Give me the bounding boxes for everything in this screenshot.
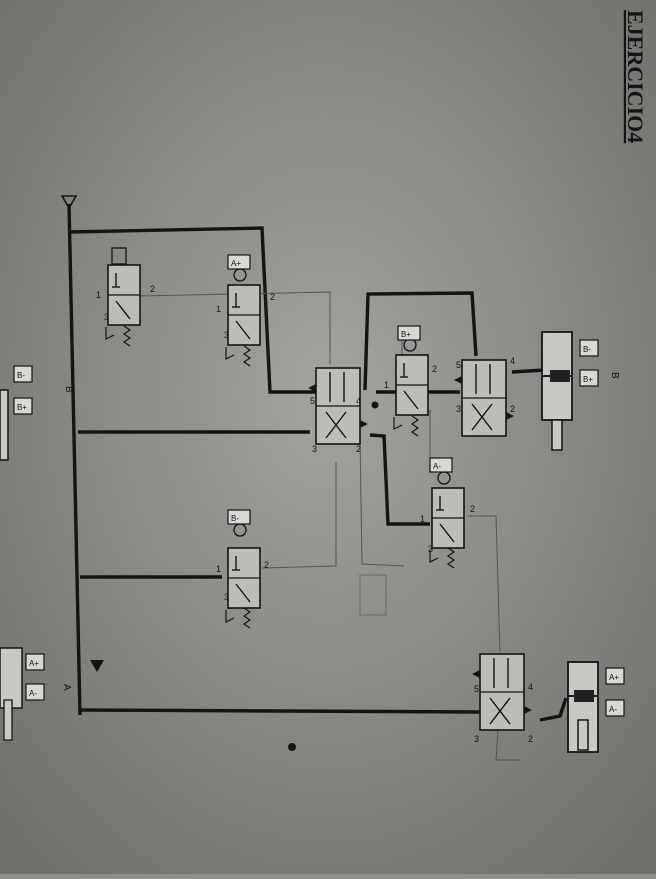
cylinder-label: B (63, 386, 74, 393)
svg-text:A-: A- (609, 705, 617, 714)
svg-text:2: 2 (432, 364, 437, 374)
cylinder-b: B- B+ B (541, 331, 620, 451)
svg-text:B-: B- (17, 371, 25, 380)
sensor-label: B+ (401, 330, 411, 339)
svg-text:1: 1 (384, 380, 389, 390)
valve-5-2-memory: 5 4 2 3 (307, 367, 369, 454)
svg-text:2: 2 (470, 504, 475, 514)
svg-text:4: 4 (528, 682, 533, 692)
svg-text:B+: B+ (17, 403, 27, 412)
cylinder-a: A+ A- (567, 661, 625, 753)
svg-text:2: 2 (356, 444, 361, 454)
left-cylinder-a-partial: A+ A- A (0, 647, 72, 741)
valve-3-2-b-minus: B- 2 1 3 (216, 509, 269, 629)
svg-text:1: 1 (96, 290, 101, 300)
svg-text:4: 4 (510, 356, 515, 366)
svg-text:3: 3 (312, 444, 317, 454)
svg-text:1: 1 (216, 564, 221, 574)
svg-text:5: 5 (474, 684, 479, 694)
valve-5-2-cylinder-b: 5 4 2 3 (453, 356, 515, 437)
svg-text:A+: A+ (29, 659, 39, 668)
svg-text:2: 2 (528, 734, 533, 744)
svg-text:2: 2 (264, 560, 269, 570)
svg-text:1: 1 (216, 304, 221, 314)
svg-text:B-: B- (583, 345, 591, 354)
svg-text:3: 3 (224, 330, 229, 340)
svg-text:B+: B+ (583, 375, 593, 384)
valve-3-2-a-minus: A- 2 1 3 (420, 457, 475, 569)
svg-text:5: 5 (456, 360, 461, 370)
svg-text:A+: A+ (609, 673, 619, 682)
sensor-label: B- (231, 514, 239, 523)
svg-text:2: 2 (270, 292, 275, 302)
left-cylinder-b-partial: B- B+ B (0, 365, 74, 461)
svg-text:3: 3 (456, 404, 461, 414)
cylinder-label: A (61, 684, 72, 691)
svg-text:3: 3 (104, 312, 109, 322)
svg-text:4: 4 (356, 396, 361, 406)
svg-text:5: 5 (310, 396, 315, 406)
svg-text:3: 3 (474, 734, 479, 744)
svg-text:2: 2 (150, 284, 155, 294)
sensor-label: A- (433, 462, 441, 471)
junction-dot (371, 401, 379, 409)
svg-text:3: 3 (428, 544, 433, 554)
valve-3-2-b-plus: B+ 2 1 (384, 325, 437, 437)
page-title: EJERCICIO4 (623, 10, 648, 143)
valve-3-2-start: 2 1 3 (96, 247, 155, 347)
supply-arrow-icon (90, 660, 104, 672)
valve-5-2-cylinder-a: 5 4 2 3 (471, 653, 533, 744)
cylinder-label: B (609, 372, 620, 379)
svg-text:A-: A- (29, 689, 37, 698)
junction-dot (288, 743, 296, 751)
sensor-label: A+ (231, 259, 241, 268)
svg-text:2: 2 (510, 404, 515, 414)
valve-3-2-a-plus: A+ 2 1 3 (216, 254, 275, 367)
supply-arrow-icon (60, 195, 78, 210)
svg-text:1: 1 (420, 514, 425, 524)
svg-text:3: 3 (224, 592, 229, 602)
